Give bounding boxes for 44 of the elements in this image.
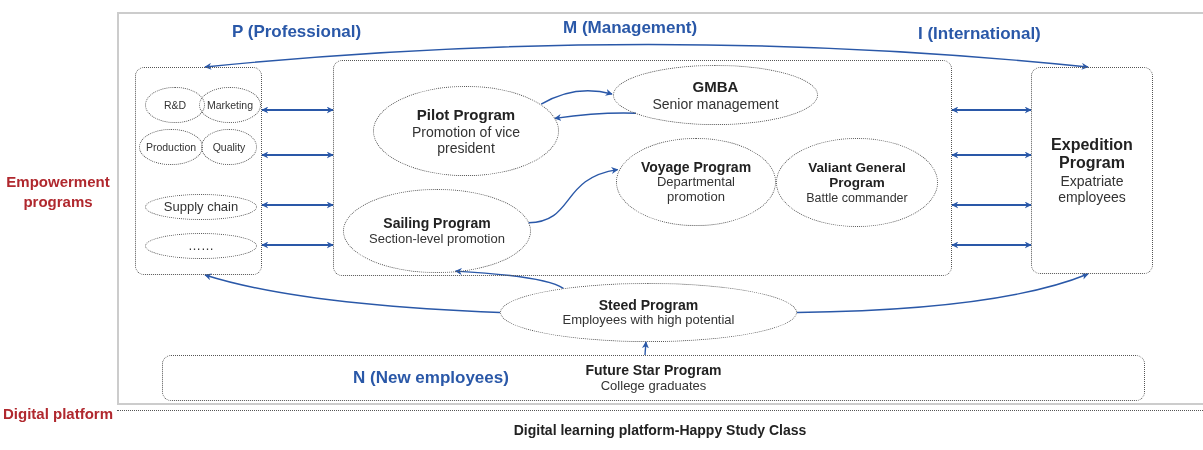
curved-arrow — [527, 167, 619, 224]
program-description: College graduates — [600, 378, 707, 394]
program-title: GMBA — [692, 78, 739, 96]
curved-arrow — [204, 273, 501, 314]
double-arrow — [951, 106, 1032, 114]
curved-arrow — [540, 89, 613, 105]
platform-title: Digital learning platform-Happy Study Class — [513, 422, 807, 439]
program-description: Battle commander — [806, 190, 908, 206]
double-arrow — [951, 151, 1032, 159]
double-arrow — [261, 106, 334, 114]
track-label: M (Management) — [563, 18, 698, 38]
category-label: Production — [145, 140, 197, 154]
curved-arrow — [454, 267, 565, 290]
track-label: P (Professional) — [232, 22, 362, 42]
program-description: Promotion of vice president — [410, 123, 522, 156]
double-arrow — [951, 201, 1032, 209]
program-description: Expatriate employees — [1057, 172, 1127, 205]
program-title: Pilot Program — [416, 106, 516, 124]
program-description: Departmental promotion — [656, 175, 735, 205]
category-label: …… — [188, 238, 214, 254]
section-label: Empowerment programs — [5, 172, 111, 211]
program-title: Steed Program — [598, 297, 699, 314]
program-description: Senior management — [652, 95, 779, 112]
category-label: Quality — [212, 140, 246, 154]
category-label: R&D — [163, 98, 187, 112]
program-title: Voyage Program — [640, 159, 752, 176]
double-arrow — [261, 151, 334, 159]
program-description: Employees with high potential — [562, 313, 735, 328]
program-description: Section-level promotion — [369, 231, 505, 247]
double-arrow — [204, 43, 1089, 70]
track-label: I (International) — [918, 24, 1041, 44]
program-title: Future Star Program — [585, 362, 722, 379]
double-arrow — [261, 241, 334, 249]
arrow — [642, 341, 649, 356]
category-label: Marketing — [206, 98, 254, 112]
program-title: Sailing Program — [383, 215, 491, 232]
double-arrow — [951, 241, 1032, 249]
section-label: Digital platform — [2, 404, 114, 424]
track-label: N (New employees) — [353, 368, 509, 388]
curved-arrow — [796, 272, 1089, 314]
program-title: Expedition Program — [1050, 136, 1134, 173]
category-label: Supply chain — [163, 199, 239, 215]
program-title: Valiant General Program — [807, 159, 907, 191]
double-arrow — [261, 201, 334, 209]
